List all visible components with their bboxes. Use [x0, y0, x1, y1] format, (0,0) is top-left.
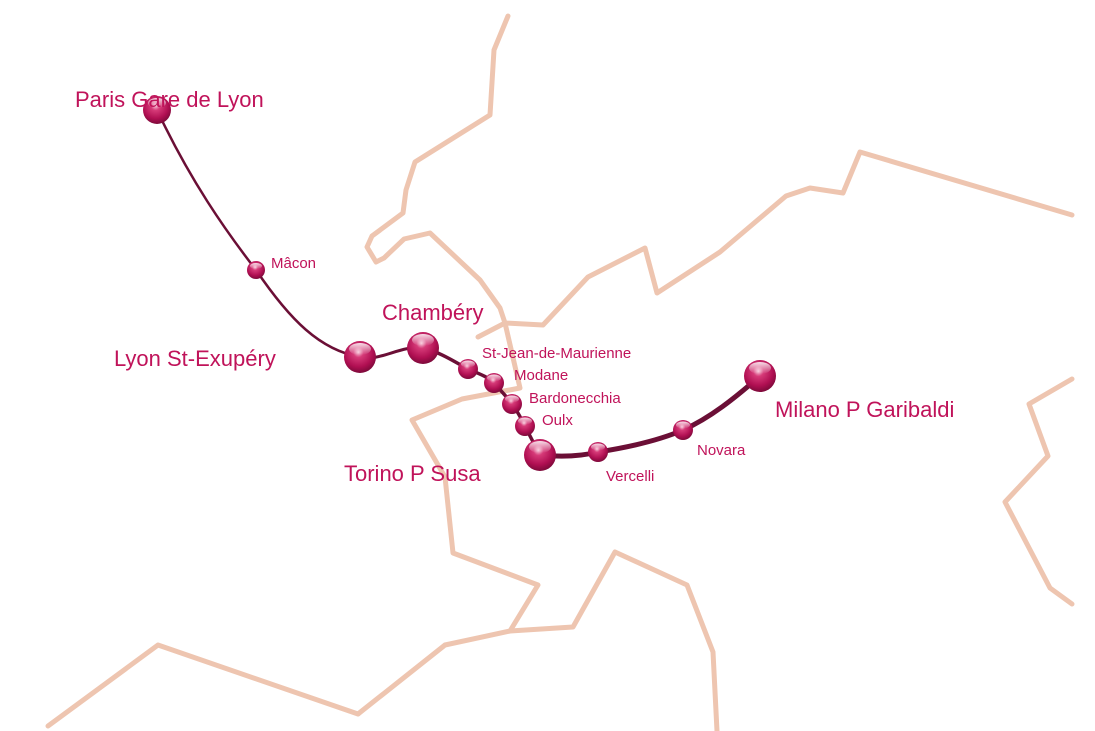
border-south-east	[507, 549, 720, 731]
border-south-west	[45, 642, 361, 729]
label-chambery: Chambéry	[382, 300, 484, 325]
label-paris-gare-de-lyon: Paris Gare de Lyon	[75, 87, 264, 112]
station-chambery[interactable]	[407, 332, 439, 364]
label-st-jean-de-maurienne: St-Jean-de-Maurienne	[482, 345, 632, 362]
label-lyon-st-exupery: Lyon St-Exupéry	[114, 346, 276, 371]
label-modane: Modane	[514, 367, 569, 384]
border-switzerland-italy	[475, 149, 1075, 340]
station-macon[interactable]	[247, 261, 265, 279]
border-east	[1002, 376, 1075, 607]
label-torino-p-susa: Torino P Susa	[344, 461, 481, 486]
station-vercelli[interactable]	[588, 442, 608, 462]
border-france-italy	[355, 320, 541, 717]
station-torino-p-susa[interactable]	[524, 439, 556, 471]
station-bardonecchia[interactable]	[502, 394, 522, 414]
station-milano-p-garibaldi[interactable]	[744, 360, 776, 392]
border-france-switzerland	[364, 13, 511, 326]
station-st-jean-de-maurienne[interactable]	[458, 359, 478, 379]
label-vercelli: Vercelli	[606, 468, 655, 485]
label-novara: Novara	[697, 442, 746, 459]
station-modane[interactable]	[484, 373, 504, 393]
station-lyon-st-exupery[interactable]	[344, 341, 376, 373]
label-milano-p-garibaldi: Milano P Garibaldi	[775, 397, 955, 422]
label-oulx: Oulx	[542, 412, 573, 429]
route-chambery-torino	[421, 346, 542, 457]
route-paris-lyon	[155, 108, 362, 359]
station-oulx[interactable]	[515, 416, 535, 436]
route-torino-milano	[537, 373, 763, 459]
station-novara[interactable]	[673, 420, 693, 440]
country-borders	[45, 13, 1075, 731]
label-bardonecchia: Bardonecchia	[529, 390, 621, 407]
label-macon: Mâcon	[271, 255, 317, 272]
station-paris-gare-de-lyon[interactable]	[143, 96, 171, 124]
stations	[143, 96, 776, 471]
